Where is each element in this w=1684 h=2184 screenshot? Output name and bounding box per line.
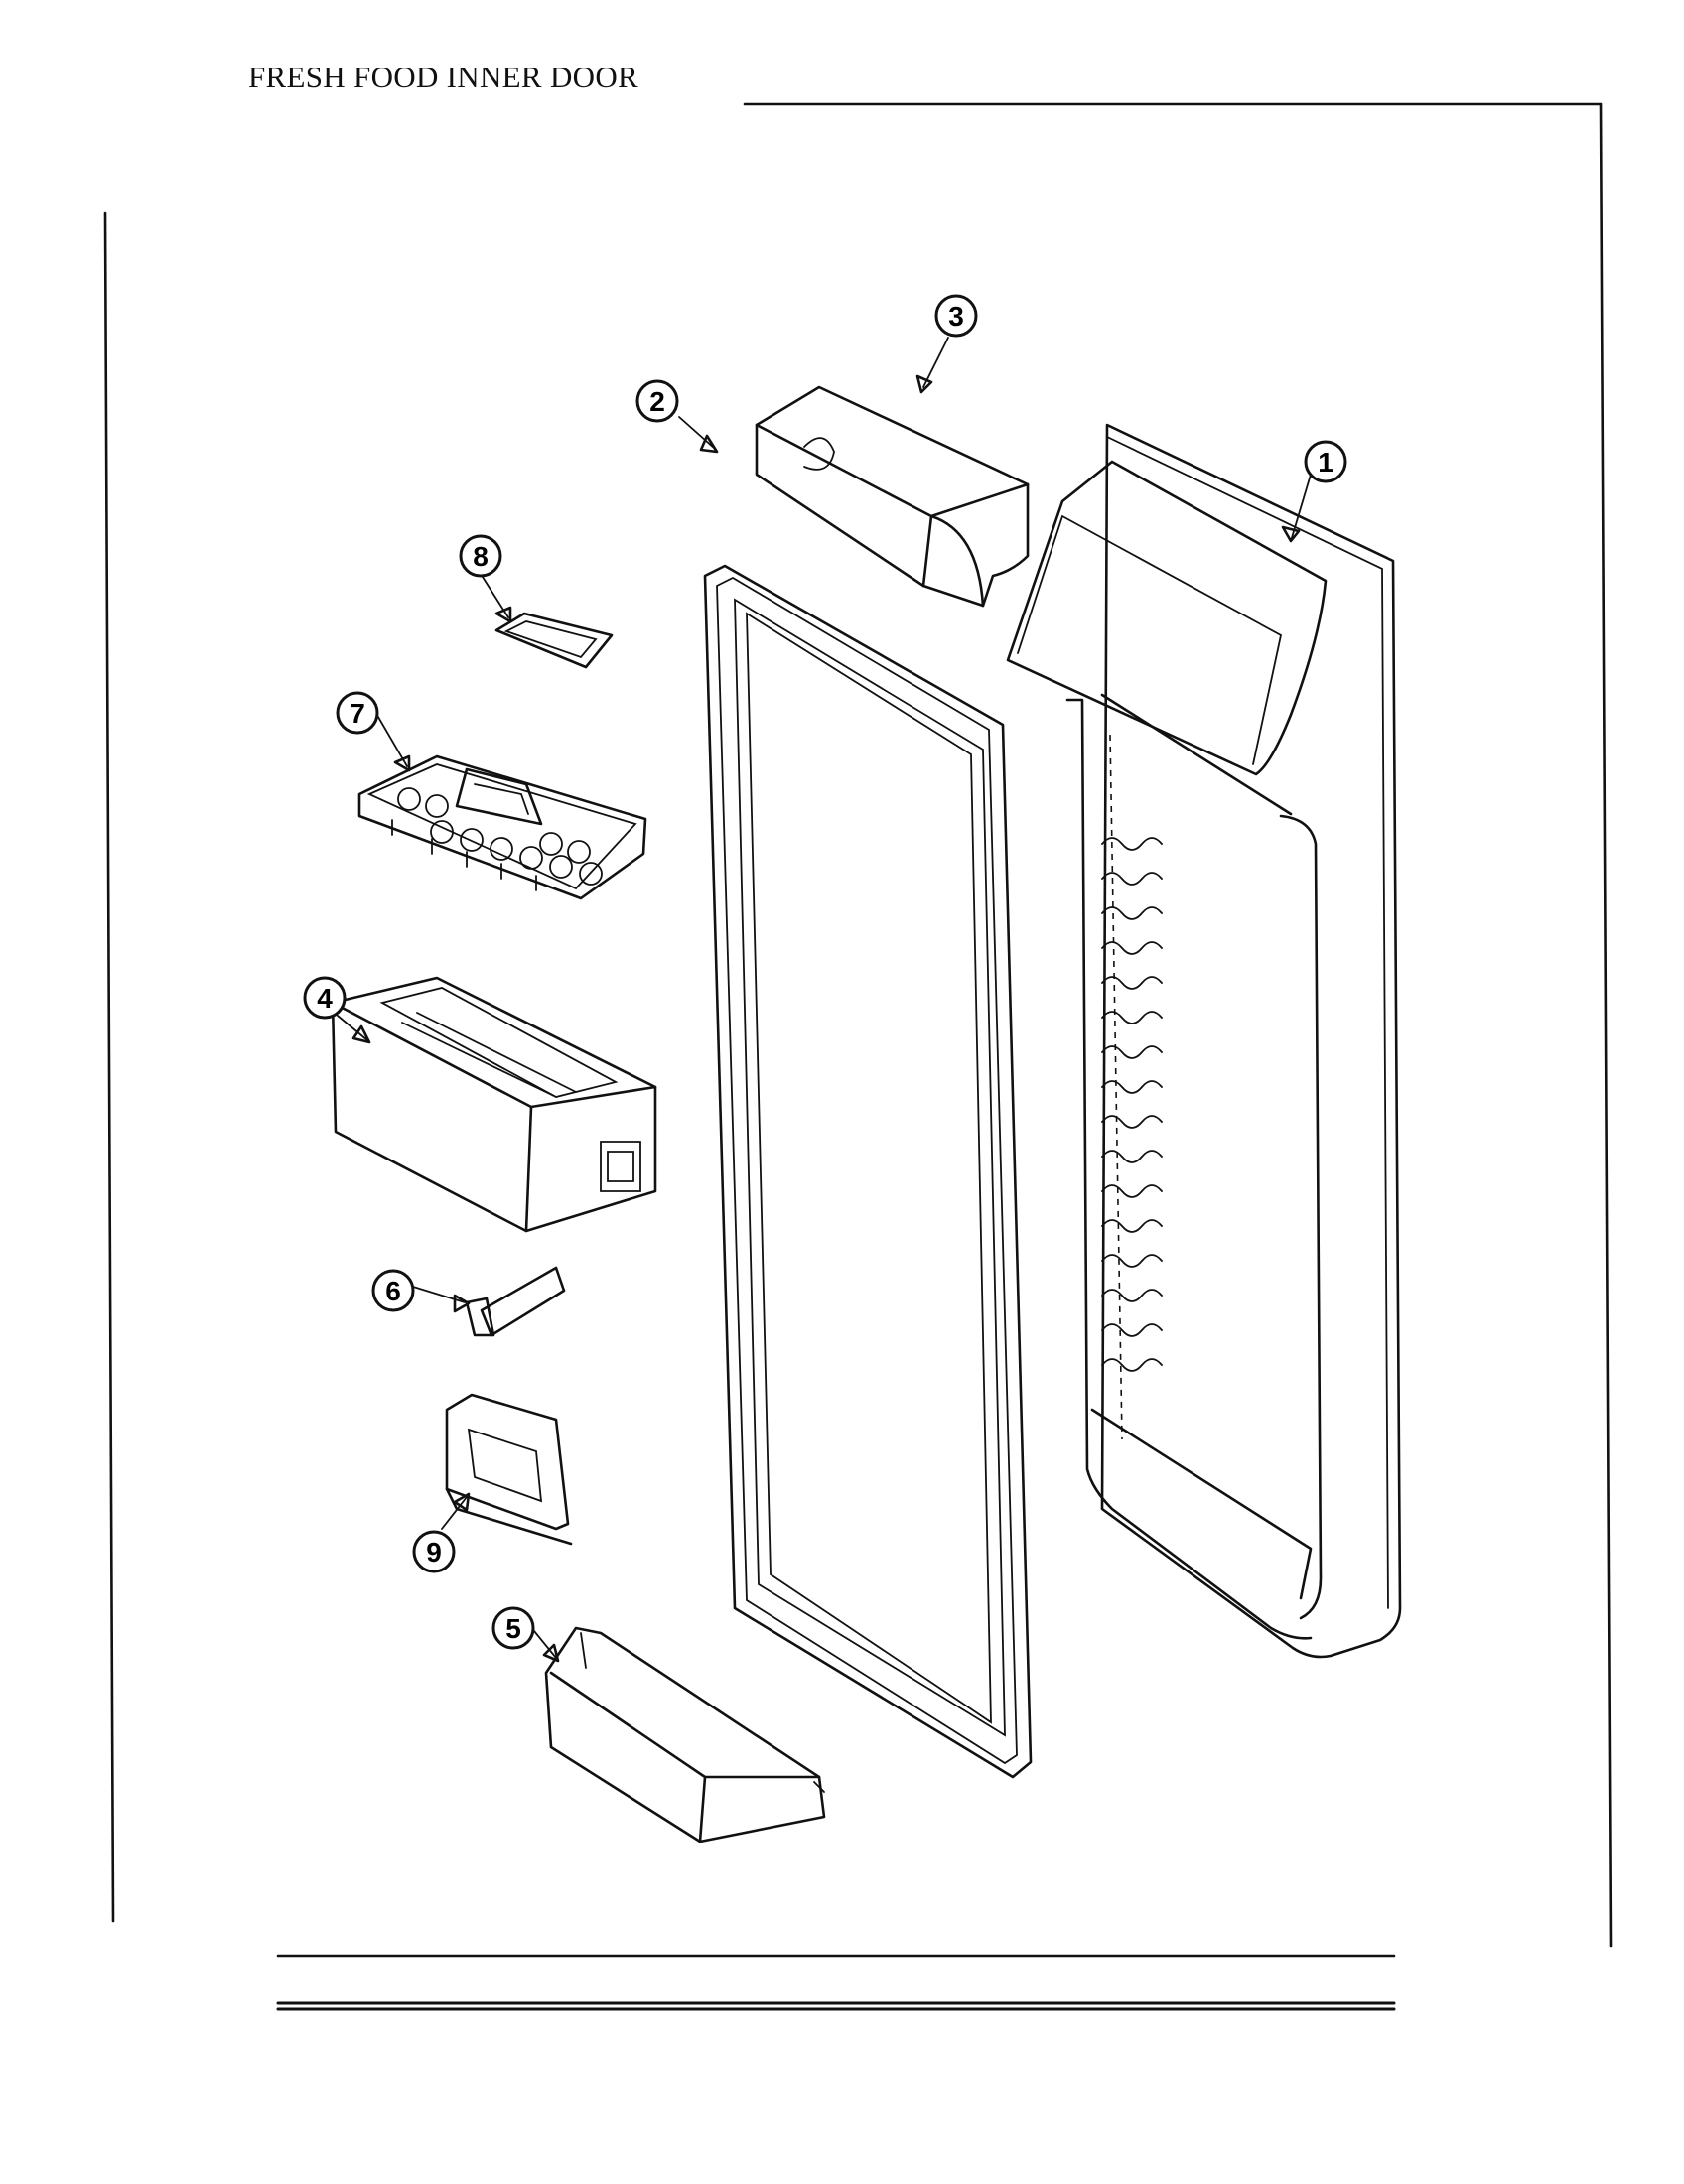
bottle-shelf-drawing [544, 1626, 826, 1843]
svg-text:7: 7 [350, 698, 365, 729]
callout-7: 7 [336, 691, 379, 735]
dairy-compartment-drawing [755, 385, 1030, 608]
svg-text:8: 8 [473, 541, 489, 572]
callout-3: 3 [934, 294, 978, 338]
egg-tray-insert-drawing [494, 612, 614, 669]
egg-tray-drawing [357, 754, 647, 900]
svg-text:5: 5 [505, 1613, 521, 1644]
door-gasket-drawing [703, 564, 1033, 1779]
bin-clip-drawing [465, 1266, 566, 1337]
frame-lines [103, 102, 1613, 2011]
svg-text:6: 6 [385, 1276, 401, 1306]
callout-8: 8 [459, 534, 502, 578]
svg-text:3: 3 [948, 301, 964, 332]
svg-text:1: 1 [1318, 447, 1333, 478]
svg-text:4: 4 [317, 983, 333, 1014]
callout-9: 9 [412, 1530, 456, 1573]
svg-text:9: 9 [426, 1537, 442, 1568]
door-liner-drawing [1006, 423, 1402, 1659]
callout-4: 4 [303, 976, 347, 1020]
callout-5: 5 [491, 1606, 535, 1650]
bin-cover-drawing [445, 1393, 573, 1546]
door-bin-drawing [331, 976, 657, 1233]
page-title: FRESH FOOD INNER DOOR [248, 60, 638, 94]
callout-leaders [337, 337, 1312, 1663]
svg-text:2: 2 [649, 386, 665, 417]
callout-2: 2 [635, 379, 679, 423]
callout-6: 6 [371, 1269, 415, 1312]
callout-1: 1 [1304, 440, 1347, 483]
